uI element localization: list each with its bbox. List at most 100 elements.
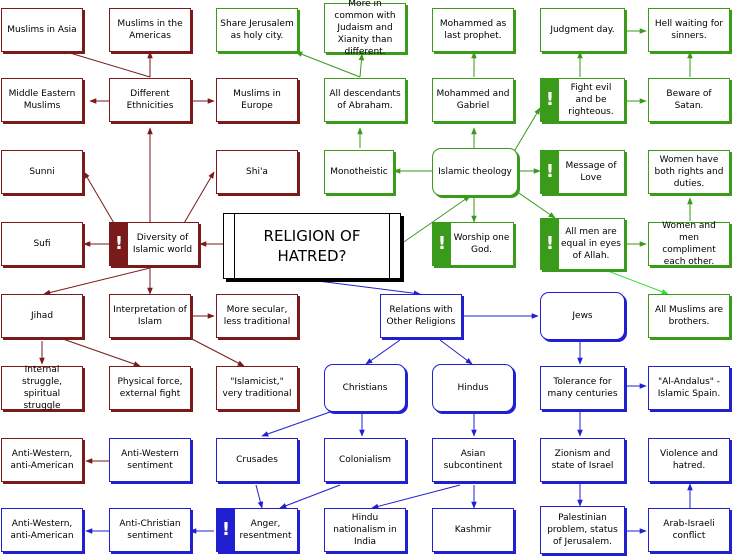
node-label: Beware of Satan. xyxy=(666,89,712,111)
node-label: Sufi xyxy=(33,239,51,249)
node-sufi[interactable]: Sufi xyxy=(1,222,83,266)
node-shia[interactable]: Shi'a xyxy=(216,150,298,194)
node-jews[interactable]: Jews xyxy=(540,292,625,340)
node-beware-of-satan[interactable]: Beware of Satan. xyxy=(648,78,730,122)
node-anger-resentment[interactable]: !Anger, resentment xyxy=(216,508,298,552)
node-anti-christian-sentiment[interactable]: Anti-Christian sentiment xyxy=(109,508,191,552)
node-descendants-of-abraham[interactable]: All descendants of Abraham. xyxy=(324,78,406,122)
node-label: Anti-Western, anti-American xyxy=(10,519,74,541)
node-mohammed-and-gabriel[interactable]: Mohammed and Gabriel xyxy=(432,78,514,122)
node-label: Internal struggle, spiritual struggle xyxy=(22,365,62,411)
node-monotheistic[interactable]: Monotheistic xyxy=(324,150,394,194)
node-label: Muslims in Europe xyxy=(233,89,281,111)
node-label: Asian subcontinent xyxy=(443,449,503,471)
node-label: Different Ethnicities xyxy=(126,89,174,111)
node-label: Judgment day. xyxy=(550,25,615,35)
node-label: Islamic theology xyxy=(438,167,512,177)
node-crusades[interactable]: Crusades xyxy=(216,438,298,482)
node-label: More in common with Judaism and Xianity … xyxy=(334,0,396,57)
node-different-ethnicities[interactable]: Different Ethnicities xyxy=(109,78,191,122)
node-diversity-of-islamic-world[interactable]: !Diversity of Islamic world xyxy=(109,222,199,266)
node-label: All Muslims are brothers. xyxy=(654,305,724,327)
node-kashmir[interactable]: Kashmir xyxy=(432,508,514,552)
node-relations-with-other-religions[interactable]: Relations with Other Religions xyxy=(380,294,462,338)
node-internal-struggle[interactable]: Internal struggle, spiritual struggle xyxy=(1,365,83,411)
node-label: Anti-Western, anti-American xyxy=(10,449,74,471)
node-label: Hindu nationalism in India xyxy=(333,513,397,547)
green-connectors xyxy=(295,28,693,247)
node-all-muslims-brothers[interactable]: All Muslims are brothers. xyxy=(648,294,730,338)
node-label: Worship one God. xyxy=(453,233,510,255)
node-jihad[interactable]: Jihad xyxy=(1,294,83,338)
node-colonialism[interactable]: Colonialism xyxy=(324,438,406,482)
node-anti-western-sentiment[interactable]: Anti-Western sentiment xyxy=(109,438,191,482)
node-violence-and-hatred[interactable]: Violence and hatred. xyxy=(648,438,730,482)
node-label: Interpretation of Islam xyxy=(113,305,187,327)
node-label: Hindus xyxy=(457,383,489,393)
node-muslims-in-americas[interactable]: Muslims in the Americas xyxy=(109,8,191,52)
node-arab-israeli-conflict[interactable]: Arab-Israeli conflict xyxy=(648,508,730,552)
node-hindus[interactable]: Hindus xyxy=(432,364,514,412)
central-topic[interactable]: RELIGION OF HATRED? xyxy=(223,213,401,279)
node-label: Mohammed as last prophet. xyxy=(439,19,507,41)
central-topic-line-2: HATRED? xyxy=(277,247,347,265)
node-palestinian-problem[interactable]: Palestinian problem, status of Jerusalem… xyxy=(540,506,625,554)
node-physical-force[interactable]: Physical force, external fight xyxy=(109,366,191,410)
central-topic-line-1: RELIGION OF xyxy=(263,227,361,245)
node-hindu-nationalism[interactable]: Hindu nationalism in India xyxy=(324,508,406,552)
node-worship-one-god[interactable]: !Worship one God. xyxy=(432,222,514,266)
node-islamicist[interactable]: "Islamicist," very traditional xyxy=(216,366,298,410)
exclamation-icon: ! xyxy=(541,151,559,193)
exclamation-icon: ! xyxy=(541,219,559,269)
node-label: Fight evil and be righteous. xyxy=(568,83,614,117)
node-al-andalus[interactable]: "Al-Andalus" - Islamic Spain. xyxy=(648,366,730,410)
node-label: Share Jerusalem as holy city. xyxy=(220,19,294,41)
node-label: Women have both rights and duties. xyxy=(654,155,724,189)
light-green-connectors xyxy=(599,267,669,295)
node-asian-subcontinent[interactable]: Asian subcontinent xyxy=(432,438,514,482)
node-middle-eastern-muslims[interactable]: Middle Eastern Muslims xyxy=(1,78,83,122)
node-judgment-day[interactable]: Judgment day. xyxy=(540,8,625,52)
node-fight-evil[interactable]: !Fight evil and be righteous. xyxy=(540,78,625,122)
node-label: More secular, less traditional xyxy=(223,305,291,327)
node-label: Mohammed and Gabriel xyxy=(436,89,510,111)
node-label: Crusades xyxy=(236,455,278,465)
exclamation-icon: ! xyxy=(110,223,128,265)
node-label: Middle Eastern Muslims xyxy=(8,89,76,111)
node-sunni[interactable]: Sunni xyxy=(1,150,83,194)
node-muslims-in-europe[interactable]: Muslims in Europe xyxy=(216,78,298,122)
node-label: Tolerance for many centuries xyxy=(547,377,618,399)
node-label: Anger, resentment xyxy=(239,519,292,541)
node-hell-waiting[interactable]: Hell waiting for sinners. xyxy=(648,8,730,52)
node-more-in-common[interactable]: More in common with Judaism and Xianity … xyxy=(324,0,406,57)
node-all-men-equal[interactable]: !All men are equal in eyes of Allah. xyxy=(540,218,625,270)
node-christians[interactable]: Christians xyxy=(324,364,406,412)
node-anti-western-anti-american-top[interactable]: Anti-Western, anti-American xyxy=(1,438,83,482)
node-women-and-men[interactable]: Women and men compliment each other. xyxy=(648,221,730,267)
node-women-rights-duties[interactable]: Women have both rights and duties. xyxy=(648,150,730,194)
node-label: Zionism and state of Israel xyxy=(551,449,614,471)
node-interpretation-of-islam[interactable]: Interpretation of Islam xyxy=(109,294,191,338)
node-label: Jihad xyxy=(30,311,54,321)
node-label: Colonialism xyxy=(339,455,391,465)
node-message-of-love[interactable]: ! Message of Love xyxy=(540,150,625,194)
node-muslims-in-asia[interactable]: Muslims in Asia xyxy=(1,8,83,52)
node-anti-western-anti-american-bottom[interactable]: Anti-Western, anti-American xyxy=(1,508,83,552)
node-label: Palestinian problem, status of Jerusalem… xyxy=(547,513,618,547)
node-label: Jews xyxy=(572,311,593,321)
node-mohammed-last-prophet[interactable]: Mohammed as last prophet. xyxy=(432,8,514,52)
node-label: Sunni xyxy=(29,167,55,177)
node-label: Anti-Christian sentiment xyxy=(119,519,181,541)
central-topic-label: RELIGION OF HATRED? xyxy=(264,226,361,266)
node-label: "Islamicist," very traditional xyxy=(222,377,292,399)
node-label: Message of Love xyxy=(565,161,617,183)
node-islamic-theology[interactable]: Islamic theology xyxy=(432,148,518,196)
red-connectors xyxy=(39,49,245,464)
node-zionism[interactable]: Zionism and state of Israel xyxy=(540,438,625,482)
node-more-secular[interactable]: More secular, less traditional xyxy=(216,294,298,338)
node-share-jerusalem[interactable]: Share Jerusalem as holy city. xyxy=(216,8,298,52)
node-tolerance[interactable]: Tolerance for many centuries xyxy=(540,366,625,410)
central-topic-frame xyxy=(234,214,390,278)
